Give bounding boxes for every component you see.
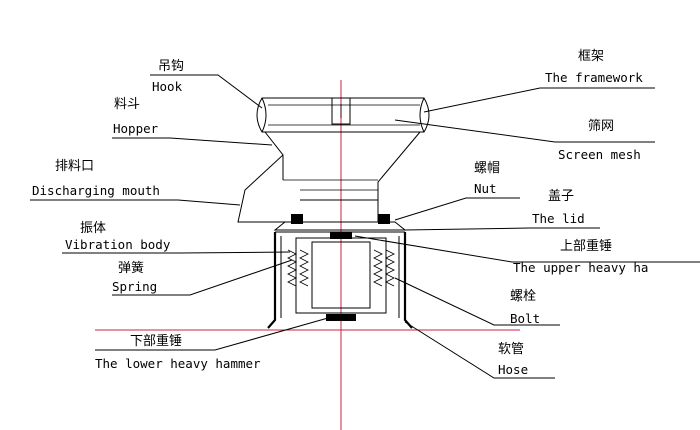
- upper-hammer: [330, 232, 352, 239]
- lower-hammer: [326, 314, 356, 321]
- leader-lines: [30, 74, 700, 379]
- hopper-label-zh: 料斗: [114, 97, 140, 112]
- lid: [273, 214, 407, 231]
- hopper-label-en: Hopper: [113, 121, 159, 136]
- framework-label-zh: 框架: [578, 49, 604, 64]
- hose-label-en: Hose: [498, 362, 528, 377]
- screen-label-en: Screen mesh: [558, 147, 641, 162]
- lower-hammer-label-en: The lower heavy hammer: [95, 356, 261, 371]
- upper-hammer-label-zh: 上部重锤: [560, 238, 612, 254]
- lid-label-zh: 盖子: [548, 189, 574, 204]
- upper-hammer-label-en: The upper heavy ha: [513, 260, 648, 275]
- lower-hammer-label-zh: 下部重锤: [130, 333, 182, 349]
- bolt-label-zh: 螺栓: [510, 289, 536, 304]
- hook-label-zh: 吊钩: [158, 59, 184, 74]
- discharge-label-zh: 排料口: [55, 159, 94, 174]
- hook-label-en: Hook: [152, 79, 183, 94]
- nut-label-en: Nut: [474, 181, 497, 196]
- vibration-label-en: Vibration body: [65, 237, 171, 252]
- nut-label-zh: 螺帽: [474, 160, 500, 176]
- screen-label-zh: 筛网: [588, 119, 614, 134]
- framework-drum: [256, 97, 430, 133]
- spring-label-en: Spring: [112, 279, 157, 294]
- hose-label-zh: 软管: [498, 342, 524, 357]
- motor: [311, 241, 371, 309]
- lid-label-en: The lid: [532, 211, 585, 226]
- framework-label-en: The framework: [545, 70, 643, 85]
- left-spring: [287, 249, 309, 287]
- spring-label-zh: 弹簧: [118, 260, 144, 276]
- bolt-label-en: Bolt: [510, 311, 540, 326]
- right-spring: [373, 249, 395, 287]
- hopper-body: [237, 131, 421, 223]
- discharge-label-en: Discharging mouth: [32, 183, 160, 198]
- vibration-label-zh: 振体: [80, 221, 106, 236]
